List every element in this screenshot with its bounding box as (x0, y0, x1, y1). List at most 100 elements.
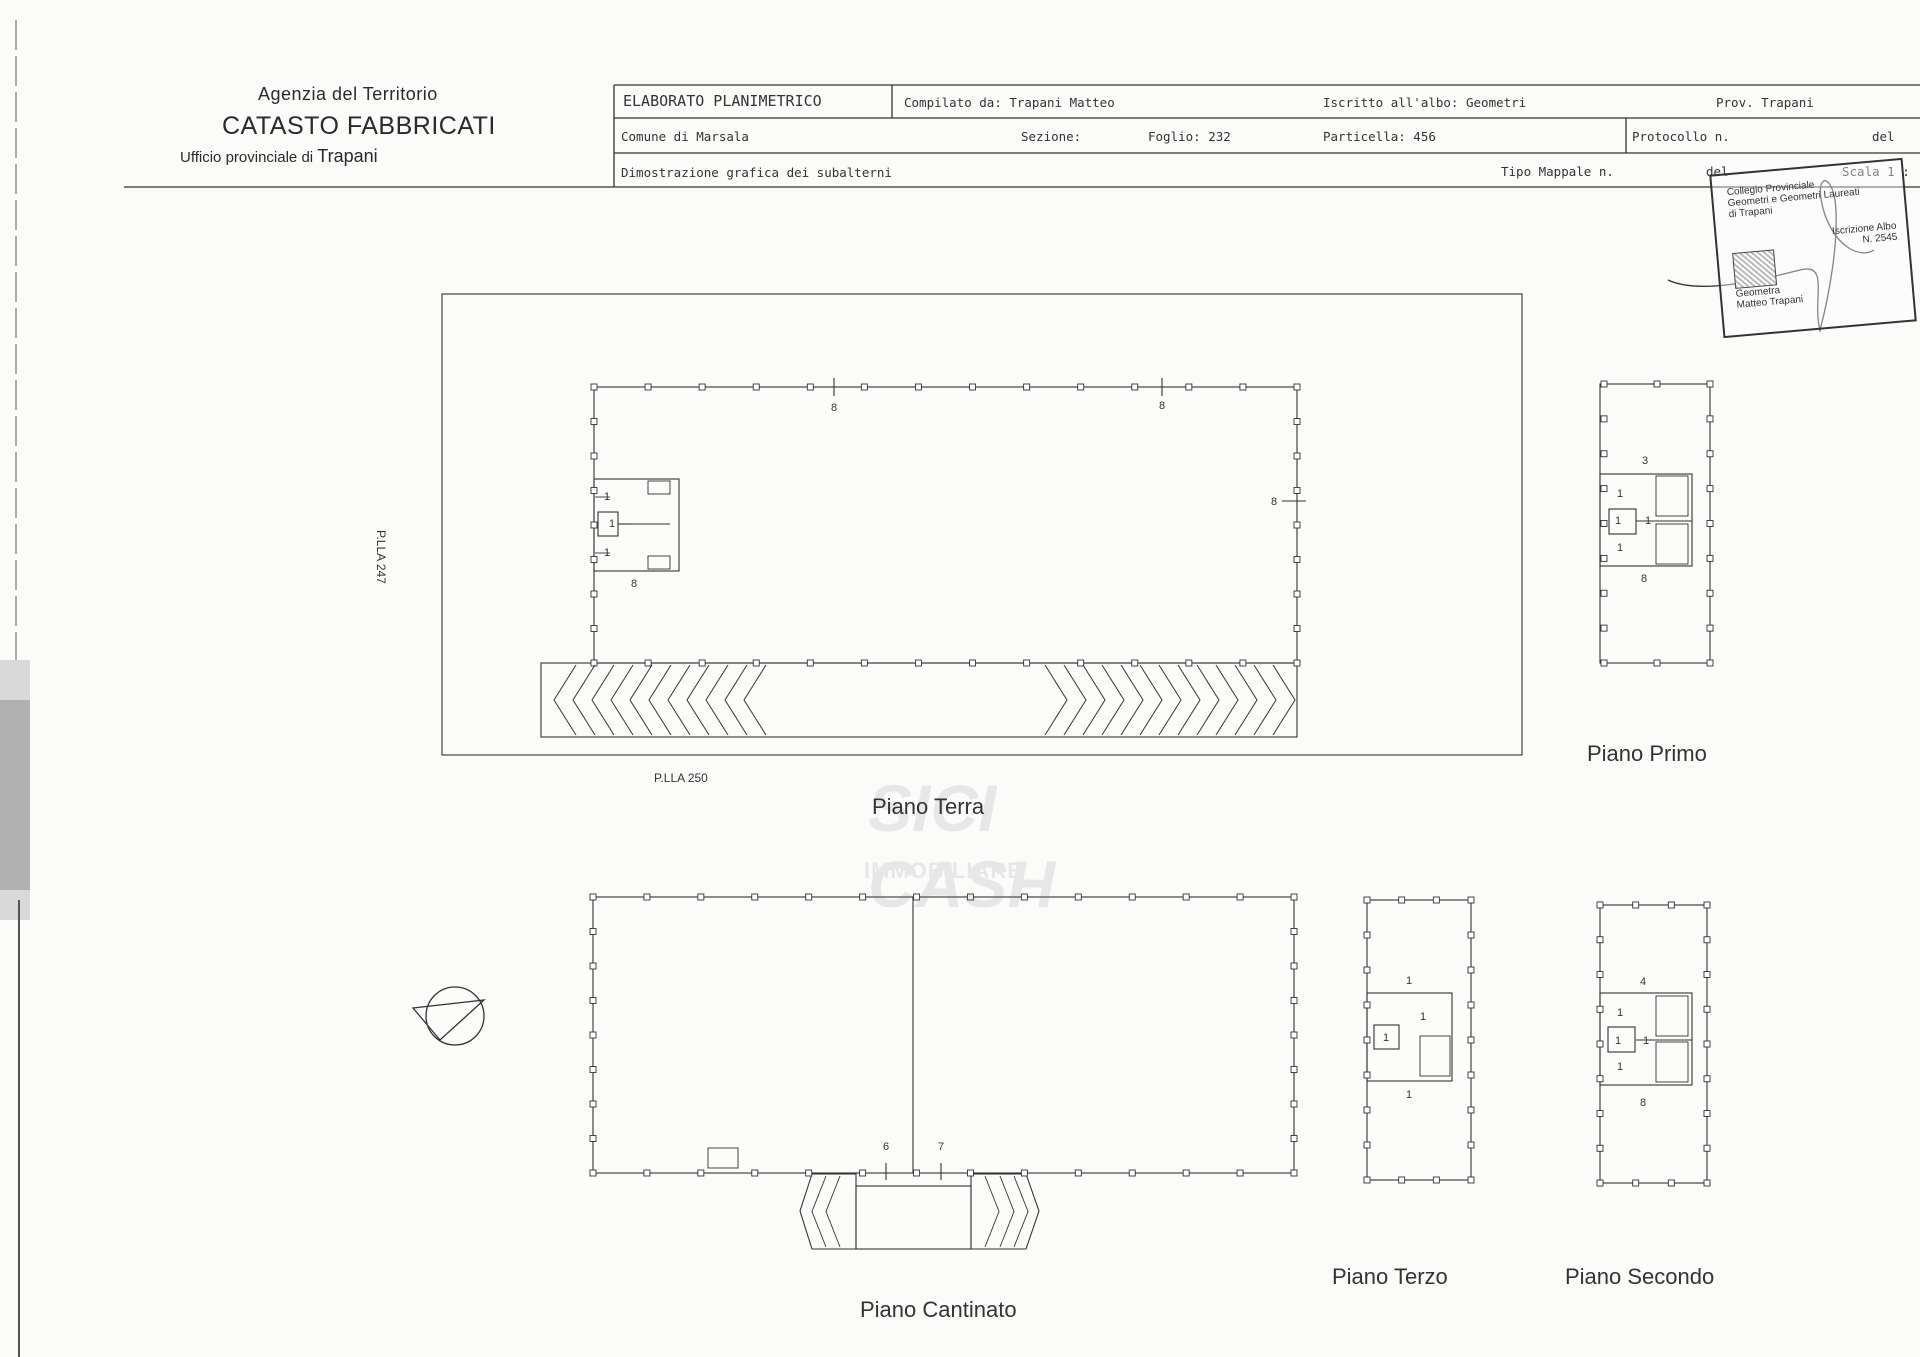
pillar (589, 962, 597, 970)
pillar (1596, 936, 1604, 944)
scala: Scala 1 : (1842, 164, 1910, 179)
pillar (1023, 659, 1031, 667)
pillar (1600, 554, 1608, 562)
pillar (1293, 521, 1301, 529)
pillar (1600, 624, 1608, 632)
ramp-hatch (1139, 664, 1163, 736)
lot-boundary (441, 293, 1523, 756)
ramp-hatch (686, 664, 710, 736)
ramp-hatch (1253, 664, 1277, 736)
pillar (1596, 1040, 1604, 1048)
pillar (1074, 893, 1082, 901)
pillar (1706, 485, 1714, 493)
watermark-sub: IMMOBILIARE (864, 858, 1023, 883)
label-piano-secondo: Piano Secondo (1565, 1264, 1715, 1289)
ramp-hatch (1215, 664, 1239, 736)
pillar (1363, 931, 1371, 939)
pillar (1290, 997, 1298, 1004)
sub-secondo-b: 1 (1615, 1035, 1622, 1047)
pillar (1596, 1075, 1604, 1083)
ramp-hatch (610, 664, 634, 736)
comune: Comune di Marsala (621, 129, 749, 144)
pillar (1600, 589, 1608, 597)
pillar (1131, 383, 1139, 391)
del-2: del (1706, 164, 1729, 179)
ground-floor-outline (593, 386, 1298, 664)
pillar (590, 418, 598, 425)
ramp-hatch (1272, 664, 1296, 736)
pillar (1290, 1066, 1298, 1073)
pillar (1596, 1179, 1604, 1187)
ramp-hatch (705, 664, 729, 736)
pillar (752, 659, 760, 667)
plan-piano-cantinato (592, 896, 1295, 1250)
pillar (1703, 901, 1711, 909)
pillar (1128, 893, 1136, 901)
sub-terra-right: 8 (1271, 496, 1278, 508)
pillar (1239, 383, 1247, 391)
pillar (967, 893, 974, 901)
pillar (1236, 893, 1244, 901)
ramp-hatch (724, 664, 748, 736)
pillar (805, 1169, 813, 1177)
pillar (643, 893, 651, 901)
pillar (1600, 415, 1608, 423)
ramp-hatch (984, 1175, 1000, 1248)
sub-terzo-top: 1 (1406, 975, 1413, 987)
pillar (1703, 971, 1711, 978)
pillar (1600, 520, 1608, 527)
ramp-hatch (648, 664, 672, 736)
pillar (1236, 1169, 1244, 1177)
label-piano-cantinato: Piano Cantinato (860, 1297, 1017, 1322)
pillar (1467, 1071, 1475, 1079)
pillar (1653, 380, 1661, 388)
pillar (969, 659, 976, 667)
pillar (1467, 931, 1475, 939)
pillar (698, 383, 706, 391)
pillar (1706, 554, 1714, 562)
pillar (1467, 1036, 1475, 1044)
pillar (1432, 1176, 1440, 1184)
pillar (859, 1169, 867, 1177)
pillar (1703, 1075, 1711, 1083)
pillar (1600, 485, 1608, 493)
compiled-by: Compilato da: Trapani Matteo (904, 95, 1115, 110)
pillar (1290, 928, 1298, 935)
pillar (1363, 1141, 1371, 1149)
sub-secondo-a: 1 (1617, 1007, 1624, 1019)
pillar (589, 997, 597, 1004)
pillar (1290, 1169, 1298, 1177)
ramp-hatch (999, 1175, 1015, 1248)
pillar (1239, 659, 1247, 667)
pillar (1600, 450, 1608, 458)
sub-terzo-bottom: 1 (1406, 1089, 1413, 1101)
province: Prov. Trapani (1716, 95, 1814, 110)
ramp-hatch (1063, 664, 1087, 736)
pillar (643, 1169, 651, 1177)
del-1: del (1872, 129, 1895, 144)
pillar (1703, 936, 1711, 944)
foglio: Foglio: 232 (1148, 129, 1231, 144)
sub-terra-stair-bottom: 8 (631, 578, 638, 590)
pillar (1023, 383, 1031, 391)
pillar (1290, 1135, 1298, 1142)
pillar (1632, 901, 1640, 909)
pillar (1596, 971, 1604, 978)
particella: Particella: 456 (1323, 129, 1436, 144)
office-city: Trapani (317, 146, 378, 166)
sub-terra-1b: 1 (609, 518, 616, 530)
pillar (1293, 383, 1301, 391)
ramp-hatch (1044, 664, 1068, 736)
pillar (1706, 380, 1714, 388)
agency-title: Agenzia del Territorio (258, 84, 438, 104)
sub-cantinato-7: 7 (938, 1141, 945, 1153)
pillar (589, 1066, 597, 1073)
pillar (1653, 659, 1661, 667)
ramp-hatch (667, 664, 691, 736)
pillar (1596, 1110, 1604, 1117)
plla-247: P.LLA 247 (374, 530, 388, 584)
sub-secondo-bottom: 8 (1640, 1097, 1647, 1109)
tipo-mappale: Tipo Mappale n. (1501, 164, 1614, 179)
label-piano-terra: Piano Terra (872, 794, 985, 819)
